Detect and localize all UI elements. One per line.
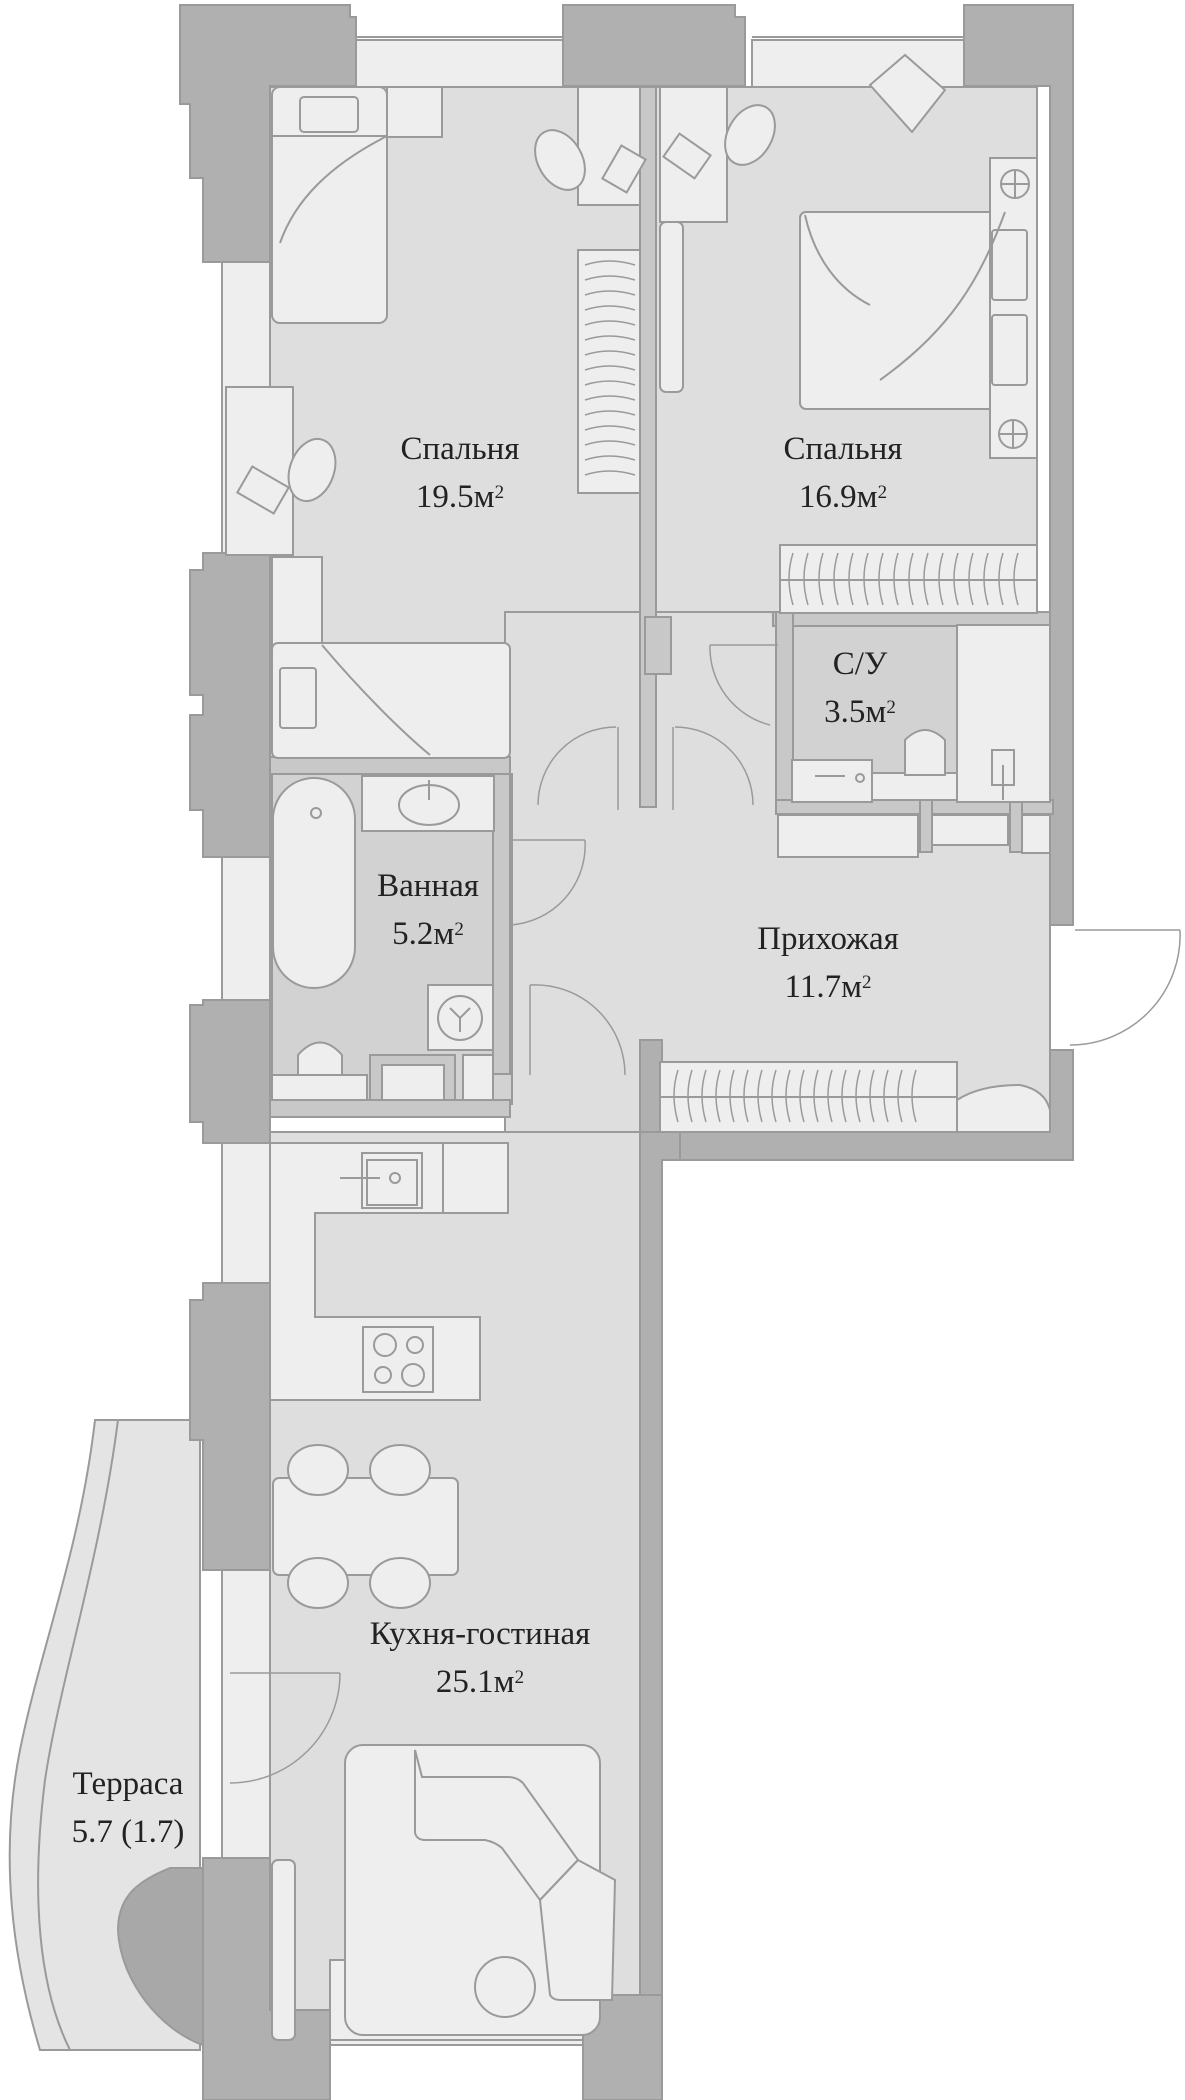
room-area: 19.5м2 <box>415 479 505 515</box>
room-area: 3.5м2 <box>824 694 896 730</box>
room-area: 5.7 (1.7) <box>71 1814 185 1850</box>
kitchen-furniture <box>222 1142 617 2041</box>
room-name: Спальня <box>400 431 520 467</box>
room-area: 16.9м2 <box>798 479 888 515</box>
wc-furniture <box>777 624 1051 858</box>
room-name: Кухня-гостиная <box>369 1616 591 1652</box>
exterior-walls <box>116 4 1074 2100</box>
room-label-kitchen-living: Кухня-гостиная 25.1м2 <box>370 1610 591 1706</box>
bedroom-2-furniture <box>659 53 1038 614</box>
room-name: Прихожая <box>757 921 899 957</box>
hallway-furniture <box>659 1061 1051 1133</box>
room-label-hallway: Прихожая 11.7м2 <box>757 915 899 1011</box>
room-label-terrace: Терраса 5.7 (1.7) <box>72 1760 185 1856</box>
doors <box>229 644 1181 1784</box>
room-name: Терраса <box>72 1766 184 1802</box>
room-label-bedroom-2: Спальня 16.9м2 <box>784 425 903 521</box>
bedroom-1-furniture <box>225 86 647 759</box>
room-name: С/У <box>832 646 888 682</box>
room-name: Спальня <box>783 431 903 467</box>
room-name: Ванная <box>377 868 479 904</box>
bathroom-furniture <box>271 775 495 1101</box>
room-area: 25.1м2 <box>435 1664 525 1700</box>
room-label-wc: С/У 3.5м2 <box>824 640 896 736</box>
room-area: 11.7м2 <box>784 969 872 1005</box>
room-label-bathroom: Ванная 5.2м2 <box>377 862 479 958</box>
room-area: 5.2м2 <box>392 916 464 952</box>
room-label-bedroom-1: Спальня 19.5м2 <box>401 425 520 521</box>
